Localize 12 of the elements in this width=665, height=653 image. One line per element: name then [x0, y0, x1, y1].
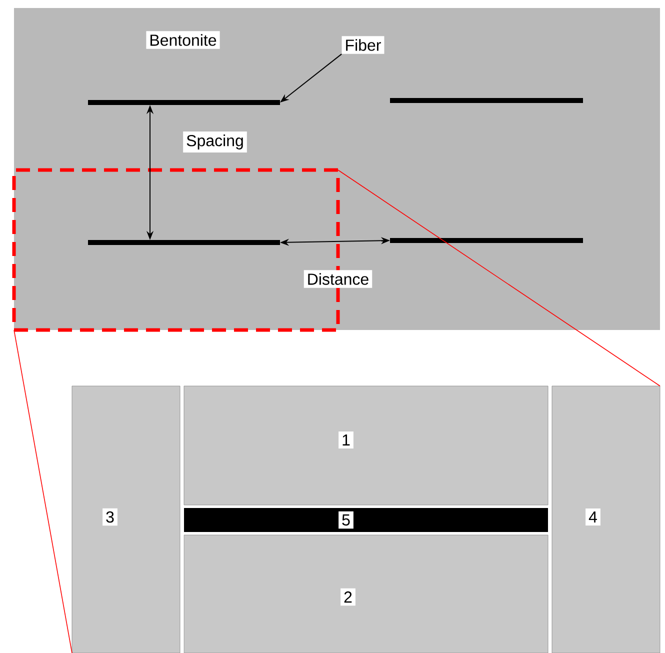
edge-label: Spacing [183, 132, 247, 152]
region-number: 5 [338, 511, 354, 529]
fiber [390, 98, 583, 103]
region-number: 2 [340, 588, 356, 606]
region-number: 1 [338, 432, 354, 448]
zoom-line [338, 170, 660, 386]
region-number: 3 [102, 508, 118, 526]
edge-label: Distance [304, 270, 372, 288]
panel-label: Bentonite [146, 31, 220, 49]
zoom-line [14, 330, 72, 653]
fiber-label: Fiber [342, 36, 384, 54]
region-number: 4 [586, 508, 600, 526]
